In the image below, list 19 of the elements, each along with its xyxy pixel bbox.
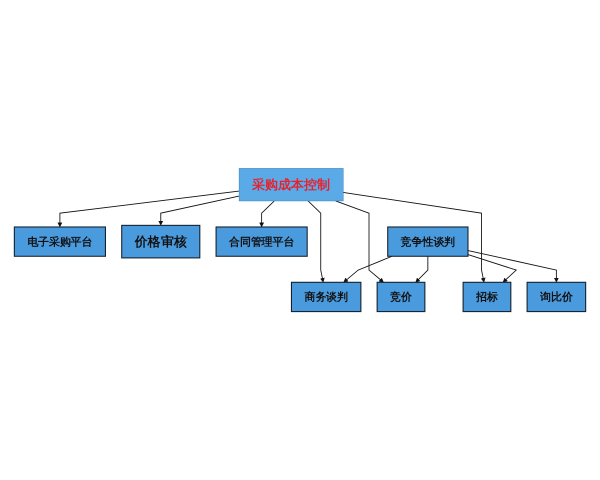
arrow bbox=[415, 256, 428, 283]
node-box: 竞价 bbox=[376, 282, 426, 312]
arrow bbox=[468, 250, 559, 283]
node-box: 价格审核 bbox=[121, 224, 200, 258]
arrow bbox=[259, 200, 275, 228]
arrow bbox=[468, 254, 518, 283]
node-box: 招标 bbox=[462, 282, 512, 312]
arrow bbox=[58, 190, 240, 228]
node-box: 竞争性谈判 bbox=[387, 226, 469, 257]
node-box: 询比价 bbox=[526, 282, 586, 312]
arrow bbox=[158, 196, 240, 226]
node-box: 合同管理平台 bbox=[216, 226, 308, 257]
node-box: 商务谈判 bbox=[290, 282, 362, 312]
node-box: 电子采购平台 bbox=[14, 226, 106, 257]
arrow bbox=[308, 200, 325, 283]
node-box: 采购成本控制 bbox=[238, 168, 344, 202]
arrow bbox=[335, 200, 384, 283]
arrow bbox=[342, 192, 486, 283]
arrow bbox=[343, 256, 392, 283]
